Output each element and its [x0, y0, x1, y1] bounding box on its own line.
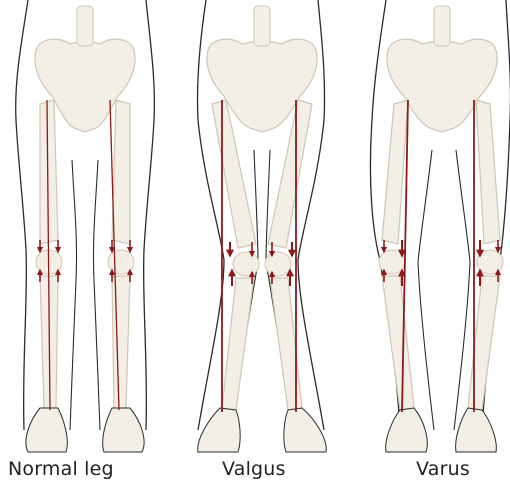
valgus-left-knee	[233, 252, 259, 276]
panel-normal-leg	[16, 0, 155, 452]
varus-inner-leg-outline	[418, 150, 470, 430]
valgus-right-knee	[265, 252, 291, 276]
caption-valgus: Valgus	[222, 458, 286, 480]
normal-spine	[77, 6, 93, 46]
varus-right-foot	[456, 408, 497, 452]
normal-right-tibia	[112, 276, 130, 408]
varus-right-femur	[476, 100, 500, 244]
valgus-spine	[254, 6, 270, 46]
varus-right-tibia	[468, 276, 500, 410]
varus-left-tibia	[382, 276, 414, 410]
normal-left-foot	[26, 408, 67, 452]
normal-inner-leg-outline	[70, 160, 100, 430]
normal-right-foot	[103, 408, 144, 452]
panel-valgus	[197, 0, 326, 452]
valgus-left-foot	[198, 408, 240, 452]
varus-left-foot	[386, 408, 428, 452]
normal-body-outline	[16, 0, 28, 430]
normal-right-femur	[112, 100, 130, 244]
valgus-right-foot	[284, 408, 326, 452]
caption-normal-leg: Normal leg	[8, 458, 114, 480]
normal-left-femur	[40, 100, 58, 244]
varus-spine	[434, 6, 450, 46]
normal-body-outline-right	[144, 0, 155, 430]
valgus-right-tibia	[270, 278, 302, 410]
panel-varus	[370, 0, 510, 452]
valgus-left-tibia	[222, 278, 254, 410]
varus-left-femur	[382, 100, 408, 244]
caption-varus: Varus	[416, 458, 470, 480]
